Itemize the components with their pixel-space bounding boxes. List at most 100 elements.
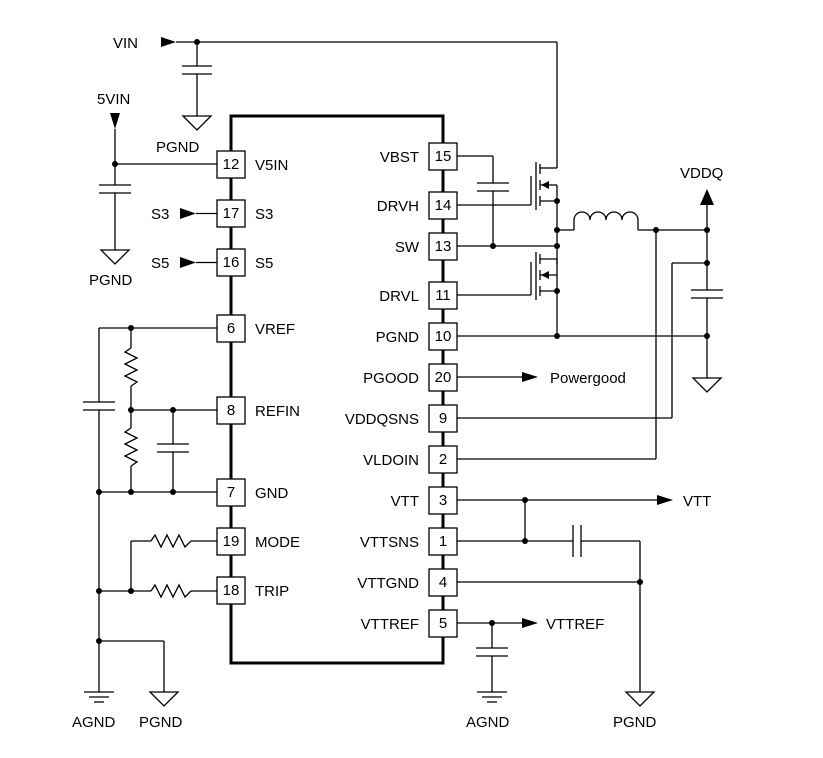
agnd-label: AGND	[72, 714, 116, 731]
pin-number: 15	[435, 148, 452, 165]
pin-7: 7 GND	[216, 478, 289, 507]
s5-input-label: S5	[151, 255, 169, 272]
vtt-output-label: VTT	[683, 493, 711, 510]
pin-19: 19 MODE	[216, 527, 300, 556]
resistor-icon	[150, 533, 192, 549]
pin-number: 17	[223, 205, 240, 222]
pin-number: 5	[439, 615, 447, 632]
pin-number: 7	[227, 484, 235, 501]
mode-trip-network	[99, 533, 217, 599]
ground-icon	[624, 691, 656, 707]
pin-name: MODE	[255, 534, 300, 551]
pin-name: V5IN	[255, 157, 288, 174]
powergood-net: Powergood	[457, 370, 626, 387]
pin-number: 10	[435, 328, 452, 345]
pin-number: 20	[435, 369, 452, 386]
pin-16: 16 S5	[216, 248, 273, 277]
pin-number: 12	[223, 156, 240, 173]
ground-icon	[691, 377, 723, 393]
arrow-right-icon	[522, 618, 538, 628]
pin-number: 2	[439, 451, 447, 468]
pin-1: 1 VTTSNS	[360, 527, 458, 556]
vtt-network: VTT PGND	[457, 493, 711, 731]
pin-name: SW	[395, 239, 420, 256]
pin-number: 8	[227, 402, 235, 419]
vttref-network: VTTREF AGND	[457, 616, 604, 731]
pin-8: 8 REFIN	[216, 396, 300, 425]
s3-input: S3	[151, 206, 217, 223]
pin-17: 17 S3	[216, 199, 273, 228]
pin-name: VTT	[391, 493, 419, 510]
powergood-label: Powergood	[550, 370, 626, 387]
pin-name: VTTGND	[357, 575, 419, 592]
arrow-right-icon	[180, 208, 196, 219]
arrow-right-icon	[180, 257, 196, 268]
pin-3: 3 VTT	[391, 486, 458, 515]
pin-18: 18 TRIP	[216, 576, 289, 605]
pgnd-label: PGND	[613, 714, 657, 731]
ground-icon	[148, 691, 180, 707]
s5-input: S5	[151, 255, 217, 272]
vin-label: VIN	[113, 35, 138, 52]
pin-name: VBST	[380, 149, 419, 166]
arrow-right-icon	[522, 372, 538, 382]
ground-icon	[99, 249, 131, 265]
pin-name: VTTSNS	[360, 534, 419, 551]
pin-15: 15 VBST	[380, 142, 458, 171]
pin-name: TRIP	[255, 583, 289, 600]
pin-name: DRVL	[379, 288, 419, 305]
pin-number: 9	[439, 410, 447, 427]
pin-number: 3	[439, 492, 447, 509]
resistor-icon	[123, 347, 139, 387]
pin-12: 12 V5IN	[216, 150, 288, 179]
pin-name: VTTREF	[361, 616, 419, 633]
pin-name: VREF	[255, 321, 295, 338]
resistor-icon	[123, 427, 139, 467]
pin-number: 16	[223, 254, 240, 271]
inductor-icon	[573, 211, 639, 230]
v5in-net: 5VIN PGND	[89, 91, 217, 289]
pin-11: 11 DRVL	[379, 281, 458, 310]
agnd-label: AGND	[466, 714, 510, 731]
pin-name: GND	[255, 485, 289, 502]
pgnd-label: PGND	[89, 272, 133, 289]
pin-4: 4 VTTGND	[357, 568, 458, 597]
pin-number: 18	[223, 582, 240, 599]
pin-number: 4	[439, 574, 447, 591]
resistor-icon	[150, 583, 192, 599]
pin-13: 13 SW	[395, 232, 458, 261]
v5in-label: 5VIN	[97, 91, 130, 108]
pin-name: VDDQSNS	[345, 411, 419, 428]
vin-net: VIN PGND	[113, 35, 558, 169]
pgnd-label: PGND	[156, 139, 200, 156]
ground-icon	[181, 115, 213, 131]
pin-9: 9 VDDQSNS	[345, 404, 458, 433]
pin-number: 13	[435, 238, 452, 255]
pin-name: S5	[255, 255, 273, 272]
pin-name: S3	[255, 206, 273, 223]
pin-name: VLDOIN	[363, 452, 419, 469]
reference-network	[83, 325, 217, 692]
pin-name: PGND	[376, 329, 420, 346]
vddq-arrow-icon	[700, 189, 714, 205]
s3-input-label: S3	[151, 206, 169, 223]
left-grounds: PGND AGND	[72, 640, 183, 731]
pin-number: 11	[435, 287, 451, 304]
pin-number: 14	[435, 197, 452, 214]
pin-number: 1	[439, 533, 447, 550]
power-stage: VDDQ	[457, 155, 723, 460]
pin-20: 20 PGOOD	[363, 363, 458, 392]
pin-5: 5 VTTREF	[361, 609, 458, 638]
pin-14: 14 DRVH	[377, 191, 458, 220]
pgnd-label: PGND	[139, 714, 183, 731]
pin-number: 19	[223, 533, 240, 550]
pin-2: 2 VLDOIN	[363, 445, 458, 474]
pin-name: REFIN	[255, 403, 300, 420]
vttref-output-label: VTTREF	[546, 616, 604, 633]
vddq-label: VDDQ	[680, 165, 723, 182]
pin-10: 10 PGND	[376, 322, 458, 351]
pin-name: PGOOD	[363, 370, 419, 387]
pin-6: 6 VREF	[216, 314, 295, 343]
v5in-arrow-icon	[110, 113, 120, 129]
